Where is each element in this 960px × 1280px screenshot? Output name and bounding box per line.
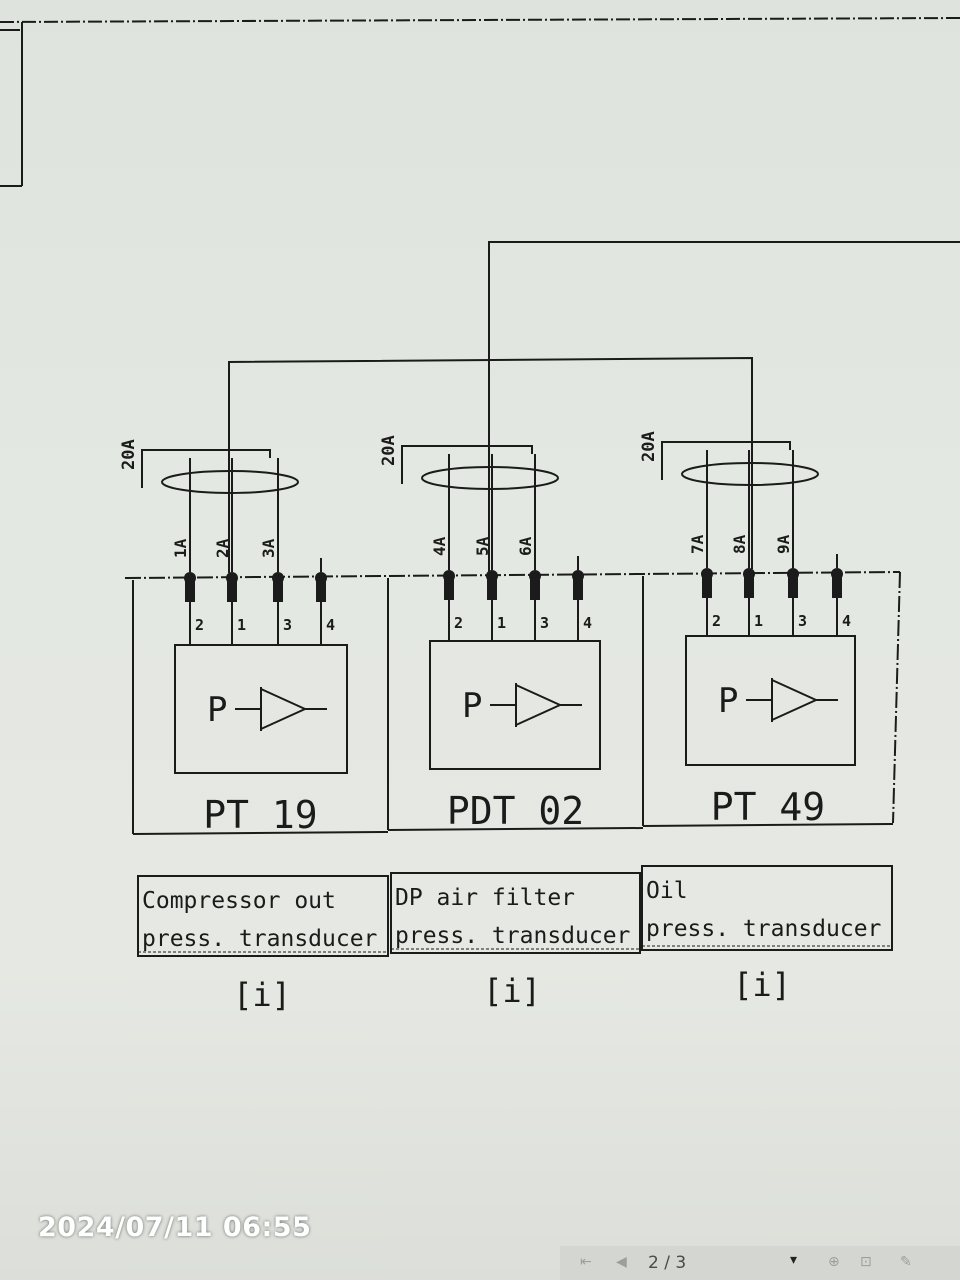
pin-number: 3: [540, 614, 549, 632]
wire-label: 3A: [259, 538, 278, 558]
pin-number: 1: [754, 612, 763, 630]
terminal-body: [702, 574, 712, 598]
reference-mark: [i]: [233, 976, 291, 1014]
shield-label: 20A: [379, 435, 399, 466]
enclosure-bottom-line: [132, 831, 389, 835]
terminal-body: [832, 574, 842, 598]
page-indicator[interactable]: 2 / 3: [648, 1253, 687, 1273]
prev-page-icon[interactable]: ◀: [616, 1254, 627, 1270]
zoom-icon[interactable]: ⊕: [828, 1254, 840, 1270]
terminal-body: [487, 576, 497, 600]
pin-number: 4: [326, 616, 335, 634]
page-dropdown-icon[interactable]: ▾: [790, 1252, 798, 1268]
pressure-symbol: P: [718, 681, 738, 721]
pin-number: 2: [454, 614, 463, 632]
description-line2: press. transducer: [646, 916, 881, 942]
amplifier-icon: [515, 683, 563, 727]
cable-shield-ellipse: [161, 470, 299, 494]
enclosure-bottom-line: [642, 823, 894, 827]
terminal-body: [185, 578, 195, 602]
terminal-body: [444, 576, 454, 600]
wire-label: 5A: [473, 536, 492, 556]
enclosure-dashes: [124, 571, 901, 824]
pin-number: 1: [237, 616, 246, 634]
pin-number: 3: [798, 612, 807, 630]
wire-label: 8A: [730, 534, 749, 554]
shield-bracket: [661, 441, 791, 480]
wire-label: 9A: [774, 534, 793, 554]
pin-number: 4: [842, 612, 851, 630]
pin-number: 3: [283, 616, 292, 634]
terminal-body: [573, 576, 583, 600]
tool-icon[interactable]: ✎: [900, 1254, 912, 1270]
description-box: [137, 875, 389, 957]
transducer-box: [685, 635, 856, 766]
shield-bracket: [401, 445, 533, 484]
sheet-frame: [0, 17, 960, 187]
pin-number: 2: [712, 612, 721, 630]
module-3: 20A 7A 2 8A 1 9A 3 4P PT 49 Oil press. transducer […: [639, 431, 894, 1004]
description-line1: Compressor out: [142, 888, 336, 914]
description-line2: press. transducer: [142, 926, 377, 952]
terminal-body: [227, 578, 237, 602]
module-2: 20A 4A 2 5A 1 6A 3 4P PDT 02 DP air filter press. …: [379, 435, 644, 1010]
cable-shield-ellipse: [421, 466, 559, 490]
wire-label: 6A: [516, 536, 535, 556]
amplifier-icon: [771, 678, 819, 722]
shield-bracket: [141, 449, 271, 488]
description-line1: Oil: [646, 878, 688, 904]
transducer-box: [429, 640, 601, 770]
pin-number: 4: [583, 614, 592, 632]
terminal-body: [316, 578, 326, 602]
amplifier-icon: [260, 687, 308, 731]
terminal-body: [788, 574, 798, 598]
component-tag: PDT 02: [447, 789, 584, 833]
terminal-body: [273, 578, 283, 602]
wire-label: 4A: [430, 536, 449, 556]
wire-label: 7A: [688, 534, 707, 554]
transducer-box: [174, 644, 348, 774]
photo-timestamp: 2024/07/11 06:55: [38, 1212, 312, 1243]
wire-label: 1A: [171, 538, 190, 558]
shield-label: 20A: [639, 431, 659, 462]
description-line1: DP air filter: [395, 885, 575, 911]
terminal-body: [530, 576, 540, 600]
enclosure-bottom-line: [387, 827, 644, 831]
pressure-symbol: P: [462, 686, 482, 726]
pressure-symbol: P: [207, 690, 227, 730]
module-1: 20A 1A 2 2A 1 3A 3 4P PT 19 Compressor out press. …: [119, 439, 389, 1014]
pin-number: 1: [497, 614, 506, 632]
component-tag: PT 49: [711, 785, 825, 829]
bus-wires: [228, 241, 960, 573]
description-line2: press. transducer: [395, 923, 630, 949]
first-page-icon[interactable]: ⇤: [580, 1254, 592, 1270]
shield-label: 20A: [119, 439, 139, 470]
description-box: [390, 872, 641, 954]
pin-number: 2: [195, 616, 204, 634]
component-tag: PT 19: [203, 793, 317, 837]
viewer-statusbar: ⇤ ◀ ▾ ⊕ ⊡ ✎: [560, 1246, 960, 1280]
terminal-body: [744, 574, 754, 598]
reference-mark: [i]: [733, 966, 791, 1004]
reference-mark: [i]: [483, 972, 541, 1010]
wire-label: 2A: [213, 538, 232, 558]
fit-icon[interactable]: ⊡: [860, 1254, 872, 1270]
description-box: [641, 865, 893, 951]
